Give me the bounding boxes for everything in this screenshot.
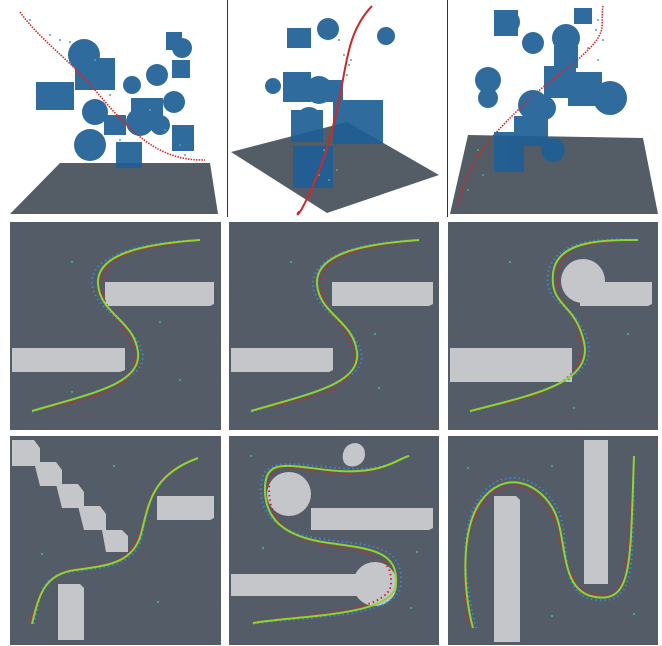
column-divider bbox=[227, 0, 228, 217]
obstacle-block bbox=[58, 584, 84, 640]
planar-scene-canvas-1 bbox=[10, 222, 221, 430]
obstacle-block bbox=[231, 348, 333, 372]
planar-scene-canvas-4 bbox=[10, 436, 221, 645]
3d-scene-panel-1 bbox=[0, 0, 226, 217]
obstacle-block bbox=[311, 508, 433, 530]
planar-scene-canvas-5 bbox=[229, 436, 439, 645]
planar-scene-canvas-6 bbox=[448, 436, 658, 645]
3d-scene-panel-2 bbox=[229, 0, 447, 217]
obstacle-pillar bbox=[584, 440, 608, 584]
obstacle-block bbox=[12, 348, 125, 372]
planar-scene-panel-1 bbox=[10, 222, 221, 430]
planar-scene-canvas-3 bbox=[448, 222, 658, 430]
planar-scene-panel-4 bbox=[10, 436, 221, 645]
obstacle-block bbox=[332, 282, 433, 306]
3d-scene-canvas-1 bbox=[0, 0, 226, 217]
obstacle-disc bbox=[561, 259, 605, 303]
planar-scene-panel-3 bbox=[448, 222, 658, 430]
planar-scene-panel-2 bbox=[229, 222, 439, 430]
3d-scene-canvas-2 bbox=[229, 0, 447, 217]
3d-scene-canvas-3 bbox=[448, 0, 662, 217]
obstacle-block bbox=[450, 348, 572, 382]
obstacle-pillar bbox=[494, 496, 520, 642]
planar-scene-panel-6 bbox=[448, 436, 658, 645]
planar-scene-panel-5 bbox=[229, 436, 439, 645]
obstacle-block bbox=[157, 496, 214, 520]
obstacle-disc bbox=[267, 472, 311, 516]
3d-scene-panel-3 bbox=[448, 0, 662, 217]
planar-scene-canvas-2 bbox=[229, 222, 439, 430]
obstacle-block bbox=[231, 574, 359, 596]
obstacle-block bbox=[105, 282, 214, 306]
